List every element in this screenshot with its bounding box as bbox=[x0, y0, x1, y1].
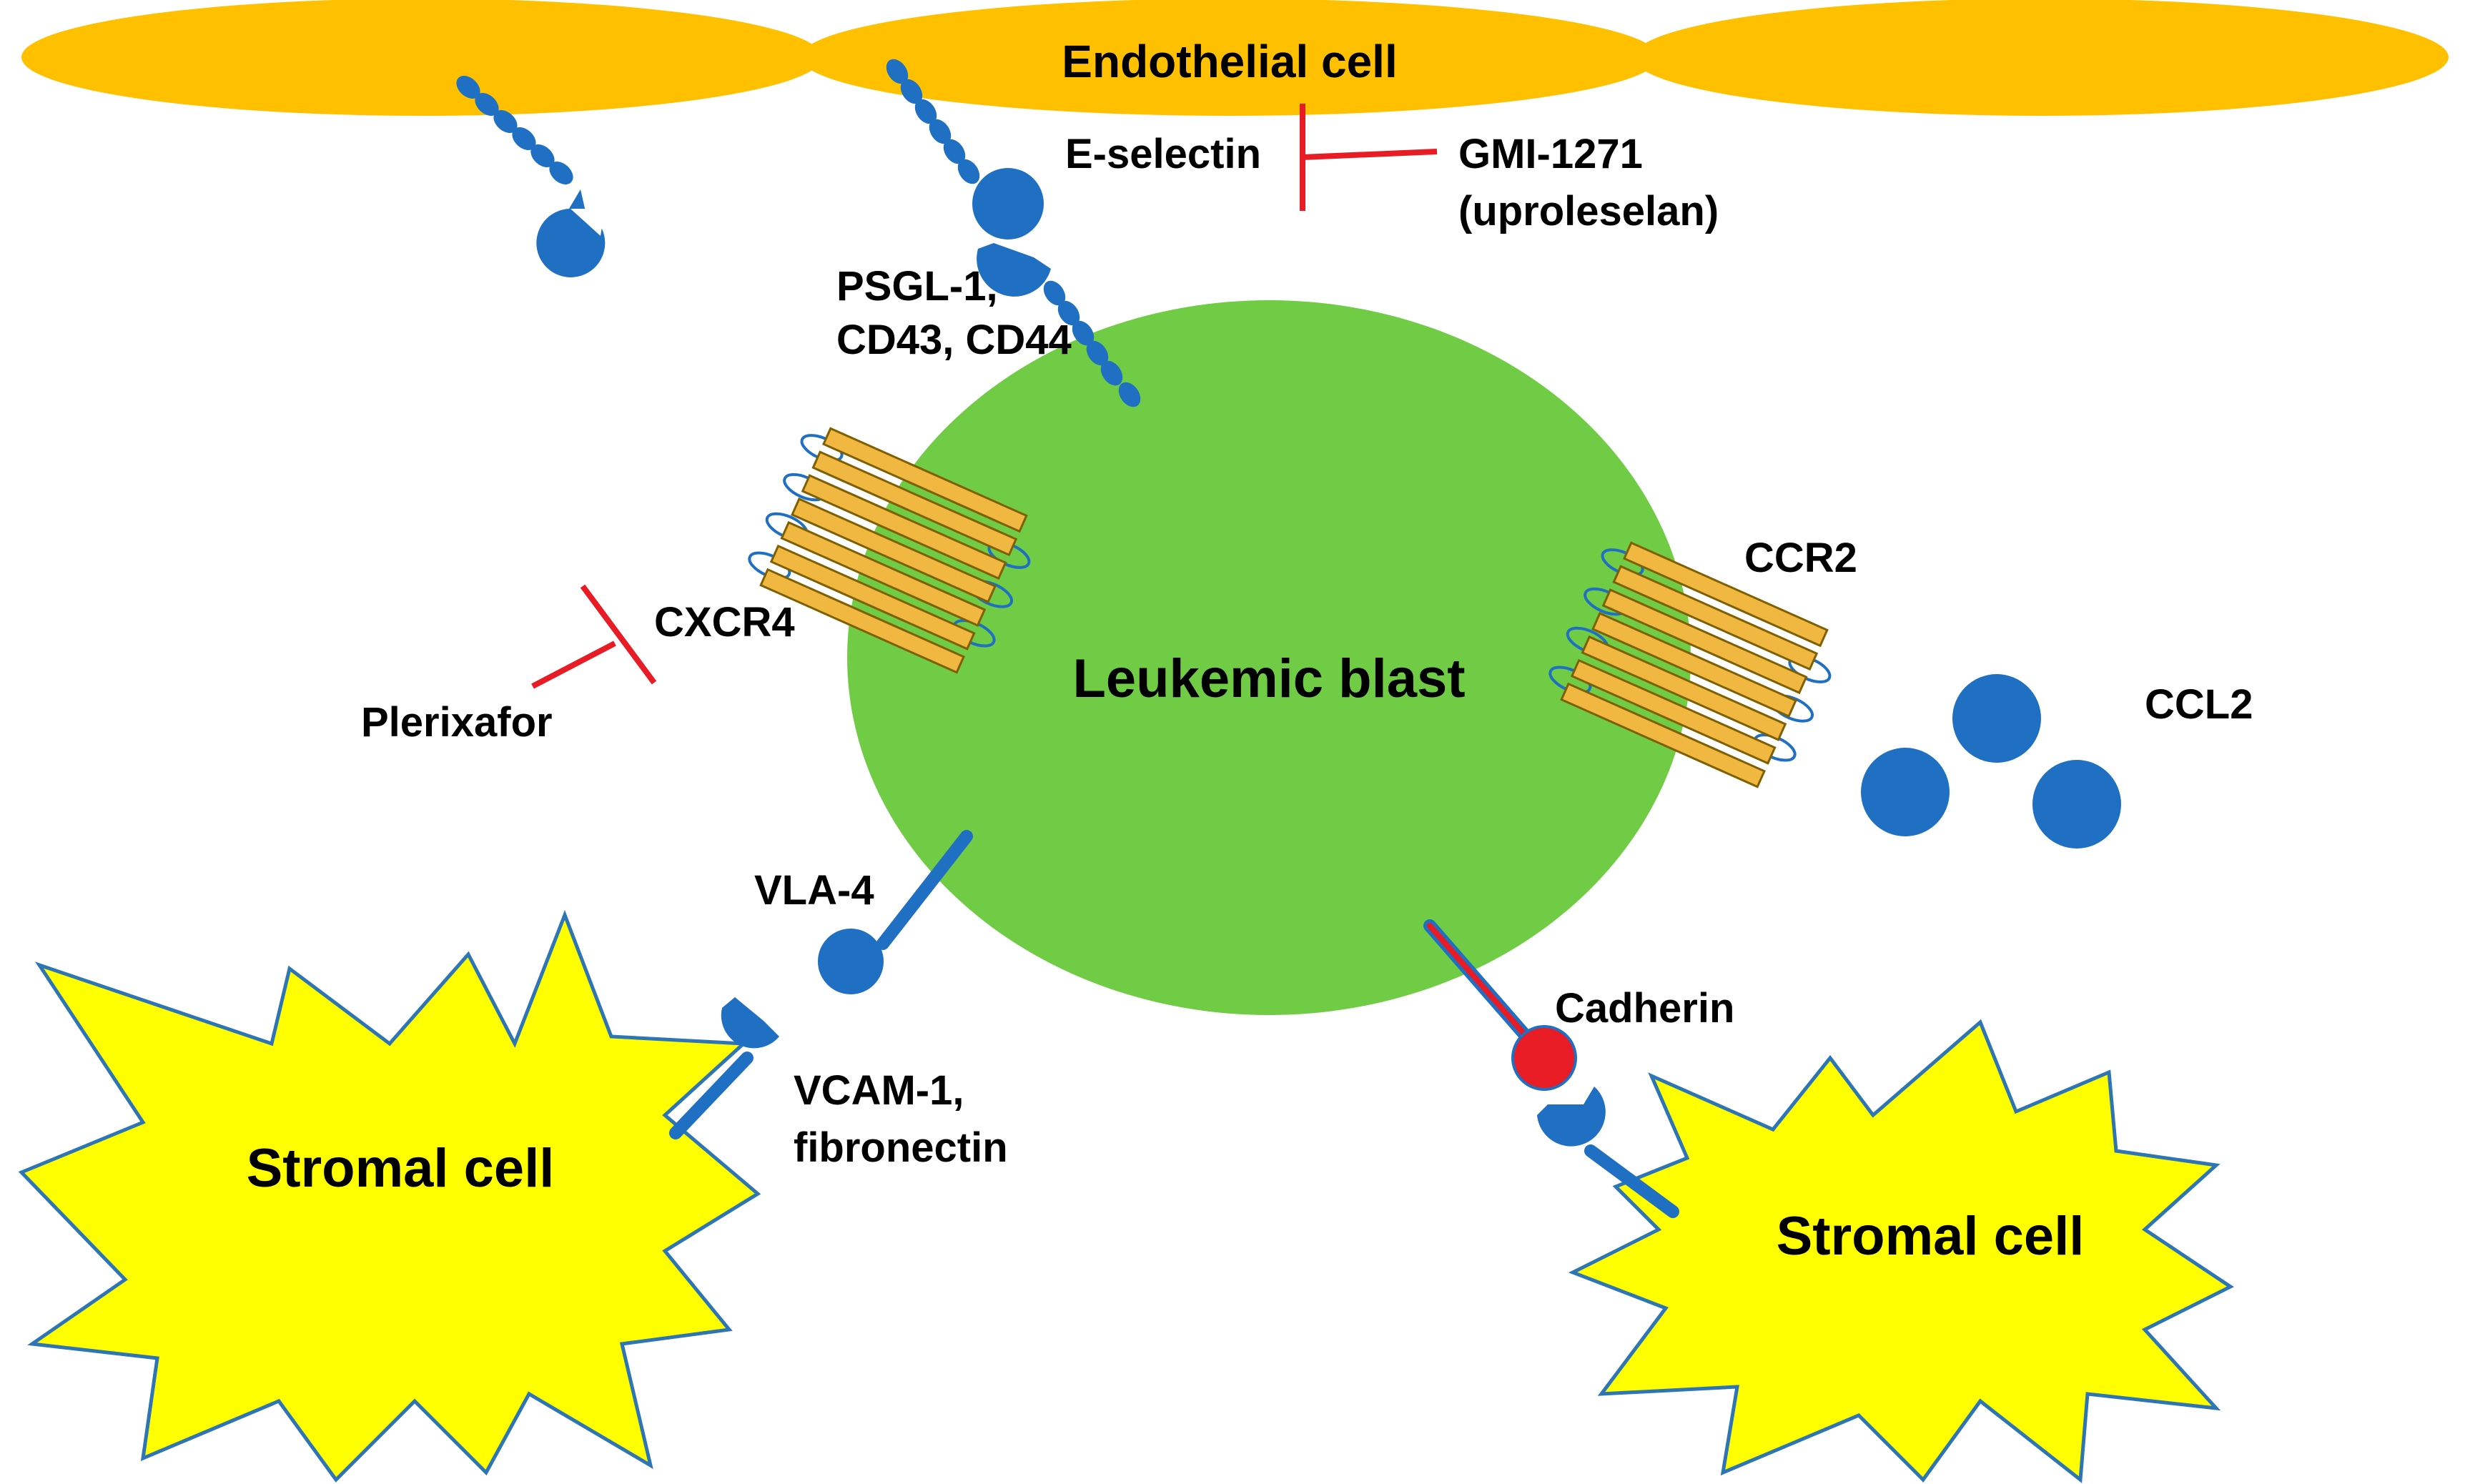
vla-4-integrin bbox=[818, 830, 973, 994]
vcam-1-label-line1: VCAM-1, bbox=[794, 1067, 964, 1114]
plerixafor-label: Plerixafor bbox=[361, 699, 553, 746]
endothelial-cell-label: Endothelial cell bbox=[1062, 36, 1397, 87]
endothelial-cell-right bbox=[1634, 0, 2449, 116]
plerixafor-inhibitor-symbol bbox=[531, 584, 657, 689]
stromal-cell-right-label: Stromal cell bbox=[1777, 1206, 2085, 1267]
cadherin-molecule bbox=[1423, 919, 1577, 1091]
leukemic-blast-label: Leukemic blast bbox=[1072, 648, 1465, 709]
stromal-cell-right bbox=[1568, 1019, 2234, 1483]
cxcr4-label: CXCR4 bbox=[654, 599, 795, 645]
cadherin-partner-receptor bbox=[1537, 1087, 1679, 1218]
e-selectin-free bbox=[456, 76, 606, 277]
ccl2-molecule-2 bbox=[1861, 748, 1950, 836]
vcam-1-ligand bbox=[669, 997, 779, 1139]
vla-4-label: VLA-4 bbox=[754, 867, 874, 914]
ccl2-molecule-3 bbox=[2032, 760, 2121, 849]
gmi-1271-label-line2: (uproleselan) bbox=[1458, 188, 1719, 234]
cxcr4-receptor bbox=[748, 427, 1031, 674]
gmi-1271-label-line1: GMI-1271 bbox=[1458, 131, 1643, 177]
gmi-1271-inhibitor-symbol bbox=[1300, 104, 1438, 211]
psgl-label-line2: CD43, CD44 bbox=[836, 317, 1072, 363]
e-selectin-receptor bbox=[886, 59, 1044, 239]
ccr2-label: CCR2 bbox=[1744, 535, 1857, 581]
leukemic-blast-cell bbox=[847, 300, 1691, 1015]
ccl2-molecule-1 bbox=[1952, 674, 2041, 763]
psgl-1-ligand bbox=[977, 243, 1141, 407]
stromal-cell-left-label: Stromal cell bbox=[247, 1138, 555, 1199]
ccr2-receptor bbox=[1548, 541, 1832, 788]
cadherin-label: Cadherin bbox=[1555, 985, 1734, 1032]
e-selectin-label: E-selectin bbox=[1065, 131, 1261, 177]
ccl2-molecules bbox=[1861, 674, 2121, 849]
endothelial-cell-center bbox=[801, 0, 1659, 116]
endothelial-layer bbox=[21, 0, 2449, 116]
endothelial-cell-left bbox=[21, 0, 822, 116]
stromal-cell-left bbox=[18, 910, 761, 1483]
vcam-1-label-line2: fibronectin bbox=[794, 1124, 1008, 1171]
ccl2-label: CCL2 bbox=[2145, 681, 2253, 728]
psgl-label-line1: PSGL-1, bbox=[836, 263, 998, 310]
